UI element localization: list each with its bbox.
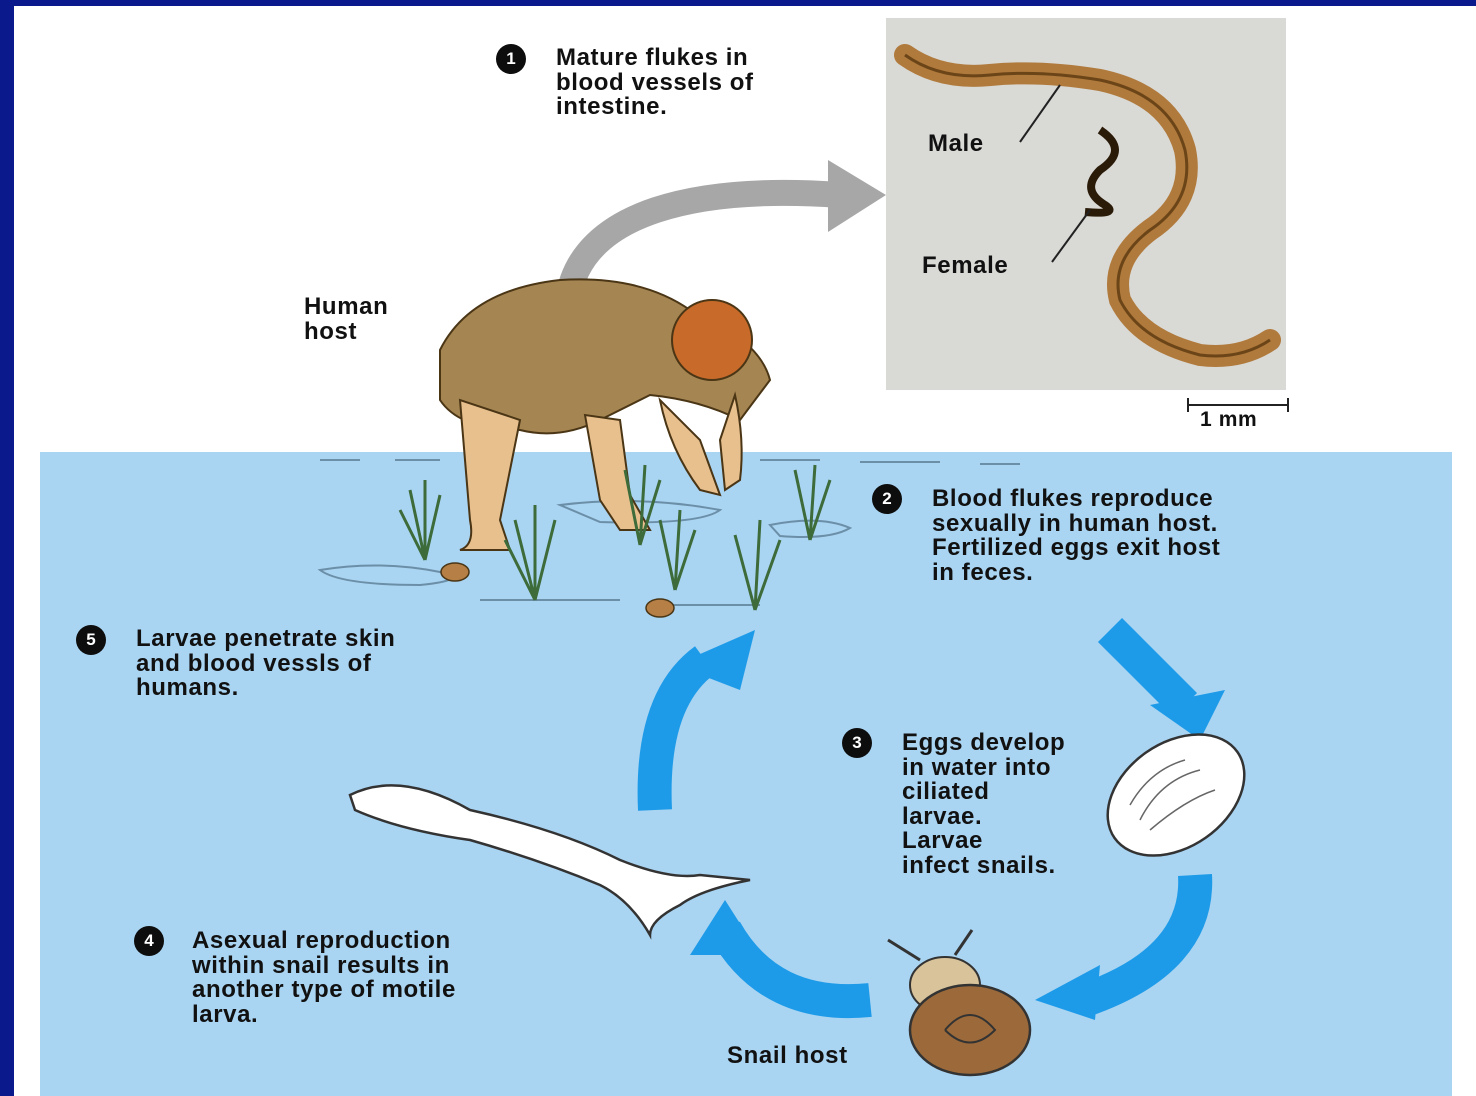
- snail-host-icon: [888, 930, 1030, 1075]
- small-snails-icon: [441, 563, 674, 617]
- step-2-text: Blood flukes reproduce sexually in human…: [932, 487, 1220, 585]
- step-1-number: 1: [496, 44, 526, 74]
- human-to-fluke-arrowhead: [828, 160, 886, 232]
- motile-larva-icon: [350, 785, 750, 935]
- step-5-text: Larvae penetrate skin and blood vessls o…: [136, 627, 395, 701]
- male-label: Male: [928, 130, 984, 158]
- step-3-number: 3: [842, 728, 872, 758]
- step-4-text: Asexual reproduction within snail result…: [192, 929, 456, 1027]
- fluke-pair-icon: [905, 55, 1270, 356]
- female-label: Female: [922, 252, 1008, 280]
- human-host-label: Human host: [304, 295, 388, 344]
- step-2-number: 2: [872, 484, 902, 514]
- step-1-text: Mature flukes in blood vessels of intest…: [556, 46, 754, 120]
- ciliated-larva-icon: [1085, 709, 1268, 880]
- snail-host-label: Snail host: [727, 1042, 848, 1070]
- step-4-number: 4: [134, 926, 164, 956]
- step-5-number: 5: [76, 625, 106, 655]
- step-3-text: Eggs develop in water into ciliated larv…: [902, 731, 1065, 878]
- scale-label: 1 mm: [1200, 408, 1257, 432]
